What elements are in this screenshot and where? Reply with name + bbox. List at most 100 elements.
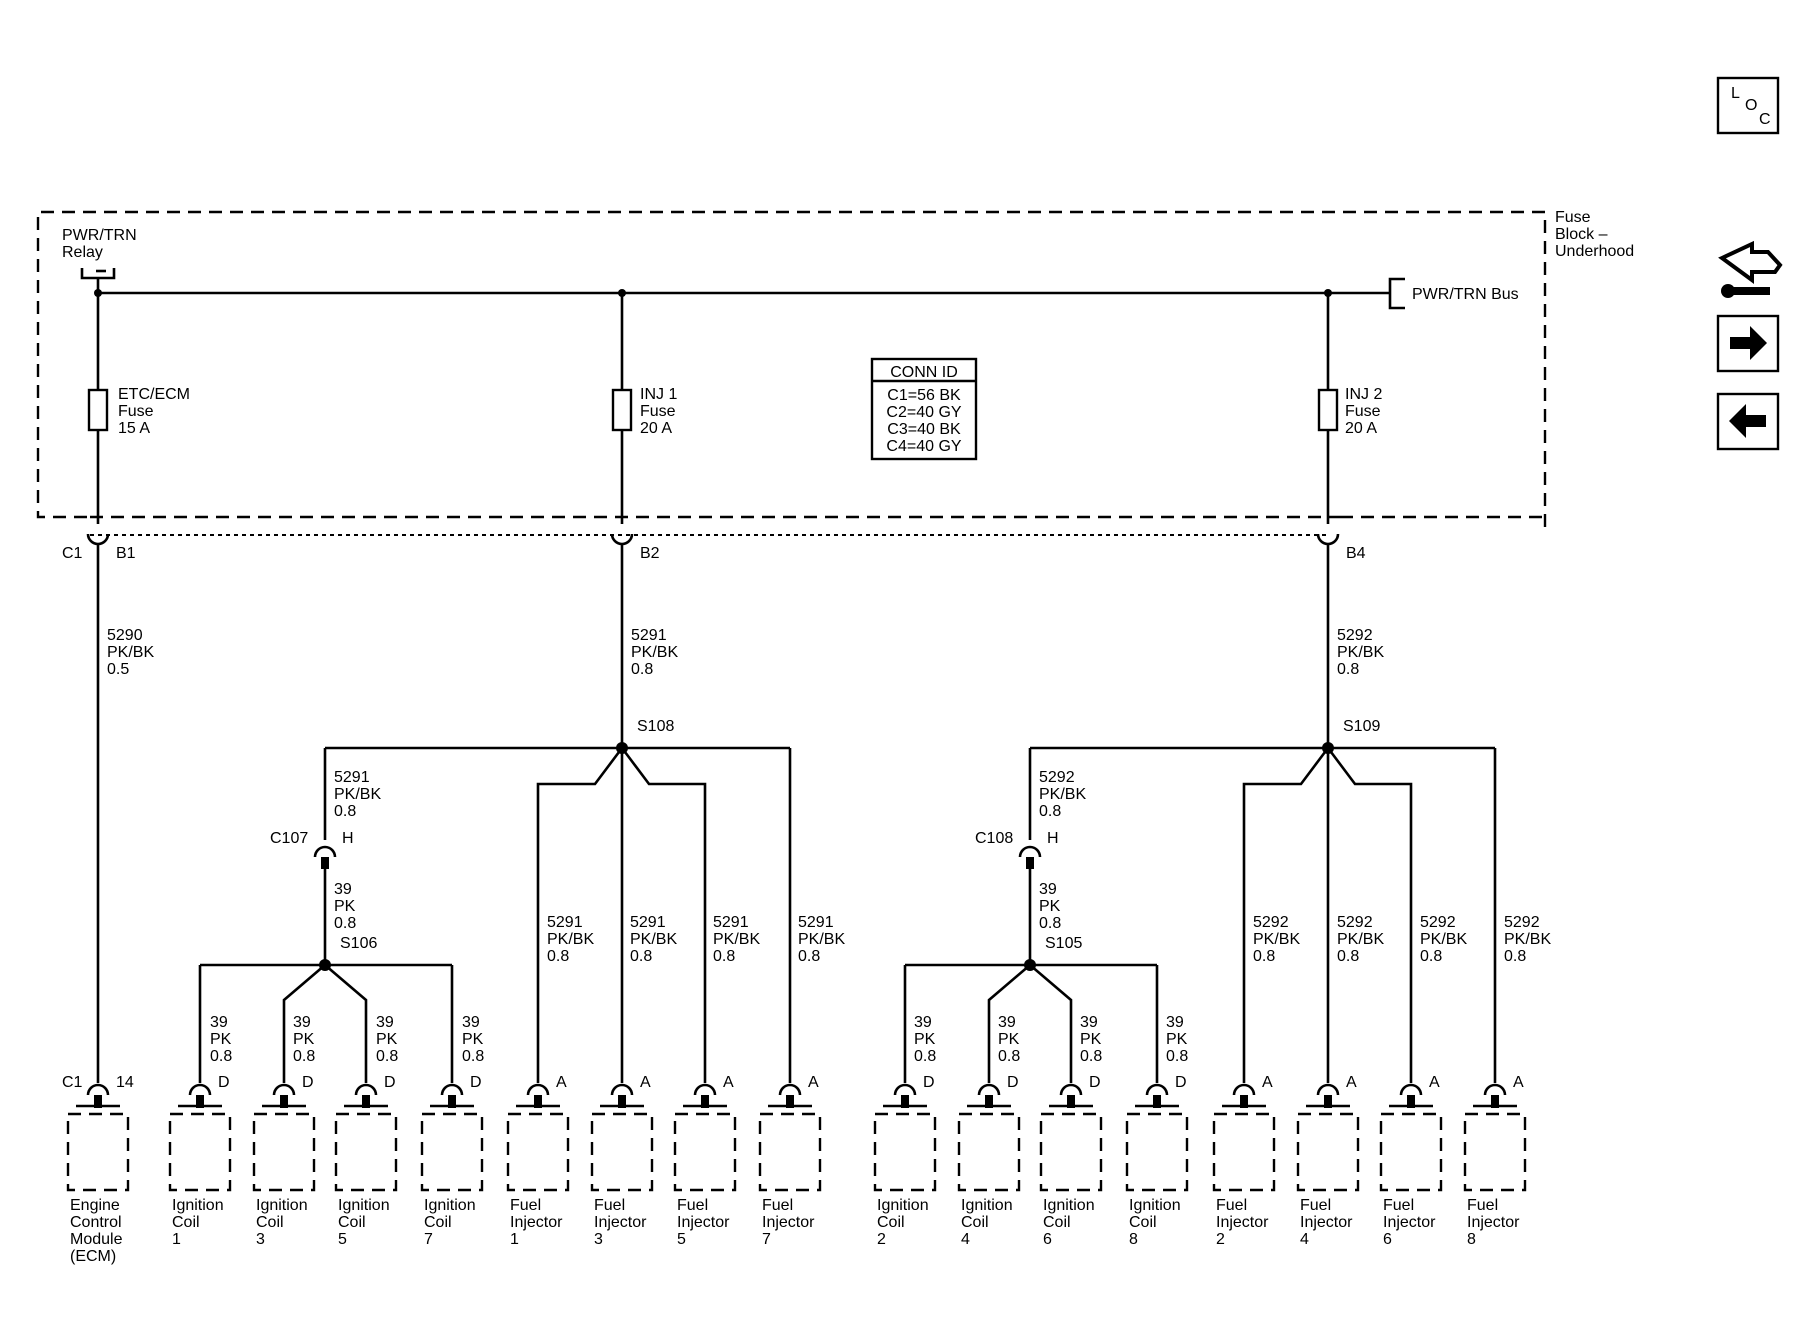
pin-letter: D bbox=[302, 1074, 314, 1091]
svg-text:0.8: 0.8 bbox=[1420, 948, 1442, 965]
component-label: Ignition bbox=[877, 1197, 929, 1214]
component-label: 8 bbox=[1467, 1231, 1476, 1248]
component-box bbox=[1296, 1112, 1360, 1192]
loc-button[interactable]: L O C bbox=[1716, 76, 1780, 135]
component-label: Ignition bbox=[172, 1197, 224, 1214]
component-label: Coil bbox=[424, 1214, 452, 1231]
wire-size: 0.8 bbox=[1337, 661, 1359, 678]
svg-text:39: 39 bbox=[998, 1014, 1016, 1031]
splice-s108-group: S108 5291 PK/BK 0.8 C107 H 39 PK 0.8 S10… bbox=[198, 718, 792, 1083]
fuse-2-label-2: Fuse bbox=[640, 403, 676, 420]
component-label: Ignition bbox=[1043, 1197, 1095, 1214]
wire-label-size: 0.8 bbox=[334, 915, 356, 932]
svg-text:39: 39 bbox=[462, 1014, 480, 1031]
wire-size: 0.8 bbox=[631, 661, 653, 678]
component-box bbox=[873, 1112, 937, 1192]
svg-text:0.8: 0.8 bbox=[630, 948, 652, 965]
arrow-right-icon[interactable] bbox=[1716, 314, 1780, 373]
connector-cap bbox=[1145, 1083, 1169, 1096]
fuse-3-label-3: 20 A bbox=[1345, 420, 1377, 437]
connector-c1-b1: C1 B1 bbox=[62, 533, 136, 1083]
wire-label-num: 5292 bbox=[1039, 769, 1075, 786]
s105-label: S105 bbox=[1045, 935, 1082, 952]
component-label: Ignition bbox=[424, 1197, 476, 1214]
component-label: Injector bbox=[762, 1214, 815, 1231]
pin-letter: D bbox=[218, 1074, 230, 1091]
fuse-block-label-1: Fuse bbox=[1555, 209, 1591, 226]
component-label: 2 bbox=[877, 1231, 886, 1248]
component-label: Injector bbox=[677, 1214, 730, 1231]
svg-text:0.8: 0.8 bbox=[1166, 1048, 1188, 1065]
component-box bbox=[957, 1112, 1021, 1192]
component-box bbox=[1212, 1112, 1276, 1192]
component-label: 6 bbox=[1383, 1231, 1392, 1248]
svg-text:0.8: 0.8 bbox=[1253, 948, 1275, 965]
conn-id-row-1: C1=56 BK bbox=[887, 387, 961, 404]
wire-5291-label: 5291 PK/BK 0.8 bbox=[631, 627, 678, 678]
pin-letter: D bbox=[470, 1074, 482, 1091]
svg-text:PK/BK: PK/BK bbox=[547, 931, 594, 948]
wire-color: PK/BK bbox=[631, 644, 678, 661]
component-label: 8 bbox=[1129, 1231, 1138, 1248]
component-label: Injector bbox=[510, 1214, 563, 1231]
component-label: Coil bbox=[256, 1214, 284, 1231]
svg-text:0.8: 0.8 bbox=[798, 948, 820, 965]
svg-text:0.8: 0.8 bbox=[998, 1048, 1020, 1065]
pin-letter: D bbox=[1007, 1074, 1019, 1091]
svg-text:39: 39 bbox=[1080, 1014, 1098, 1031]
component-label: Fuel bbox=[1216, 1197, 1247, 1214]
svg-text:PK: PK bbox=[210, 1031, 232, 1048]
component-label: Fuel bbox=[510, 1197, 541, 1214]
wire-label-num: 39 bbox=[1039, 881, 1057, 898]
svg-text:0.8: 0.8 bbox=[1337, 948, 1359, 965]
pin-letter: A bbox=[1513, 1074, 1524, 1091]
component-label: Injector bbox=[1216, 1214, 1269, 1231]
pin-letter: D bbox=[1175, 1074, 1187, 1091]
svg-text:0.8: 0.8 bbox=[293, 1048, 315, 1065]
fuse-3-label-1: INJ 2 bbox=[1345, 386, 1382, 403]
arrow-left-icon[interactable] bbox=[1716, 392, 1780, 451]
svg-text:5291: 5291 bbox=[630, 914, 666, 931]
component-label: Injector bbox=[1467, 1214, 1520, 1231]
component-label: 4 bbox=[1300, 1231, 1309, 1248]
wire-num: 5291 bbox=[631, 627, 667, 644]
b1-label: B1 bbox=[116, 545, 136, 562]
pin-letter: A bbox=[556, 1074, 567, 1091]
connector-cap bbox=[1059, 1083, 1083, 1096]
component-label: Coil bbox=[1129, 1214, 1157, 1231]
component-label: Coil bbox=[961, 1214, 989, 1231]
component-label: Injector bbox=[1300, 1214, 1353, 1231]
svg-text:PK: PK bbox=[998, 1031, 1020, 1048]
svg-text:39: 39 bbox=[376, 1014, 394, 1031]
b4-label: B4 bbox=[1346, 545, 1366, 562]
pin-letter: D bbox=[1089, 1074, 1101, 1091]
component-box bbox=[758, 1112, 822, 1192]
connector-cap bbox=[778, 1083, 802, 1096]
component-label: Module bbox=[70, 1231, 123, 1248]
pin-letter: D bbox=[923, 1074, 935, 1091]
conn-id-title: CONN ID bbox=[890, 364, 958, 381]
connector-cap bbox=[86, 1083, 110, 1096]
connector-cap bbox=[693, 1083, 717, 1096]
connector-view-icon[interactable] bbox=[1718, 240, 1783, 298]
component-label: Fuel bbox=[1383, 1197, 1414, 1214]
splice-s109-group: S109 5292 PK/BK 0.8 C108 H 39 PK 0.8 S10… bbox=[903, 718, 1497, 1083]
wire-label-size: 0.8 bbox=[1039, 803, 1061, 820]
svg-text:5291: 5291 bbox=[547, 914, 583, 931]
wire-num: 5292 bbox=[1337, 627, 1373, 644]
fuse-inj-1: INJ 1 Fuse 20 A bbox=[611, 293, 677, 524]
svg-text:39: 39 bbox=[1166, 1014, 1184, 1031]
connector-b2: B2 bbox=[610, 533, 660, 748]
